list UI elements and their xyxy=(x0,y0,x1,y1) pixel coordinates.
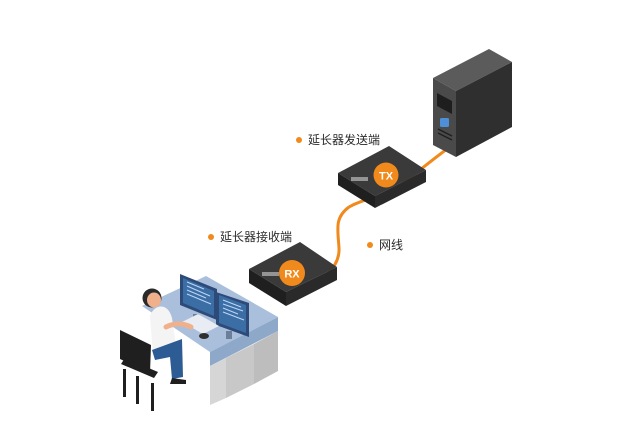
rx-label-text: 延长器接收端 xyxy=(220,230,293,244)
network-label: 网线 xyxy=(367,239,403,251)
chair-icon xyxy=(120,330,158,411)
tx-badge-text: TX xyxy=(379,171,394,183)
network-label-text: 网线 xyxy=(379,238,404,252)
rx-label: 延长器接收端 xyxy=(208,231,292,243)
rx-extender-box: RX xyxy=(249,242,337,306)
tx-extender-box: TX xyxy=(338,146,426,208)
tx-bullet xyxy=(296,137,302,143)
monitor-screen-lines xyxy=(186,281,245,321)
rx-badge-text: RX xyxy=(284,269,300,281)
network-bullet xyxy=(367,242,373,248)
server-tower-icon xyxy=(433,49,512,157)
tx-label-text: 延长器发送端 xyxy=(308,133,381,147)
mouse-icon xyxy=(199,333,209,339)
person-icon xyxy=(142,288,194,384)
tx-label: 延长器发送端 xyxy=(296,134,380,146)
rx-bullet xyxy=(208,234,214,240)
keyboard-icon xyxy=(182,314,219,334)
